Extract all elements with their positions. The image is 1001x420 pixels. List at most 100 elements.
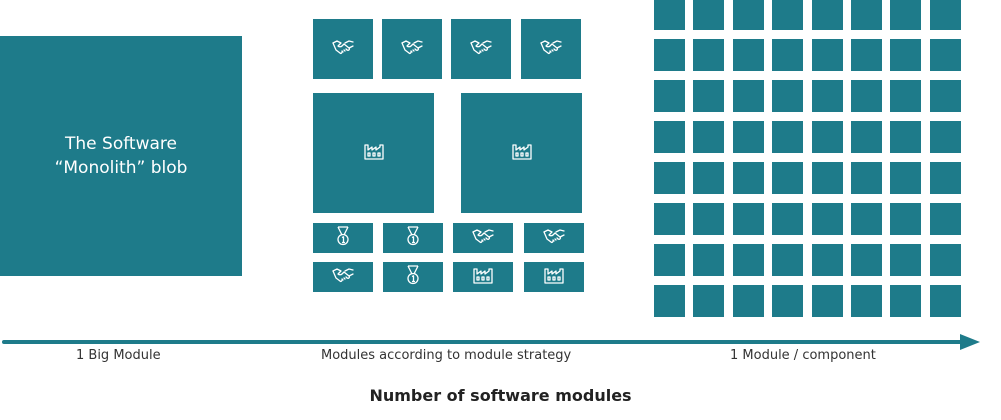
component-tile xyxy=(851,162,882,194)
component-tile xyxy=(811,285,843,317)
component-tile xyxy=(851,121,882,153)
component-tile xyxy=(851,39,882,71)
medal-icon xyxy=(404,226,422,250)
component-tile xyxy=(772,203,804,235)
medal-icon xyxy=(334,226,352,250)
component-tile xyxy=(851,203,882,235)
component-tile xyxy=(929,203,961,235)
component-tile xyxy=(929,39,961,71)
component-tile xyxy=(693,0,725,30)
component-tile xyxy=(890,162,922,194)
module-mini xyxy=(524,223,584,253)
component-tile xyxy=(693,203,725,235)
component-tile xyxy=(929,80,961,112)
component-tile xyxy=(693,121,725,153)
component-tile xyxy=(929,162,961,194)
component-tile xyxy=(732,244,764,276)
component-tile xyxy=(851,80,882,112)
component-tile xyxy=(811,121,843,153)
component-tile xyxy=(732,80,764,112)
component-tile xyxy=(890,39,922,71)
component-tile xyxy=(732,162,764,194)
module-small xyxy=(521,19,581,79)
handshake-icon xyxy=(332,267,354,287)
factory-icon xyxy=(363,142,385,164)
component-tile xyxy=(693,80,725,112)
component-tile xyxy=(693,162,725,194)
factory-icon xyxy=(511,142,533,164)
axis-title: Number of software modules xyxy=(369,386,632,405)
component-tile xyxy=(811,203,843,235)
monolith-title-line2: “Monolith” blob xyxy=(54,158,188,178)
module-large xyxy=(461,93,582,213)
module-mini xyxy=(313,223,373,253)
component-tile xyxy=(890,121,922,153)
handshake-icon xyxy=(401,39,423,59)
component-tile xyxy=(654,244,685,276)
component-tile xyxy=(654,0,685,30)
component-tile xyxy=(929,0,961,30)
module-mini xyxy=(383,262,443,292)
label-module-strategy: Modules according to module strategy xyxy=(321,348,572,363)
label-component: 1 Module / component xyxy=(730,348,876,363)
component-tile xyxy=(772,39,804,71)
component-tile xyxy=(890,285,922,317)
component-tile xyxy=(851,0,882,30)
component-tile xyxy=(890,0,922,30)
module-mini xyxy=(383,223,443,253)
module-large xyxy=(313,93,434,213)
component-tile xyxy=(772,285,804,317)
module-small xyxy=(451,19,511,79)
label-big-module: 1 Big Module xyxy=(76,348,161,363)
module-mini xyxy=(313,262,373,292)
module-small xyxy=(313,19,373,79)
module-mini xyxy=(524,262,584,292)
handshake-icon xyxy=(470,39,492,59)
component-tile xyxy=(772,244,804,276)
handshake-icon xyxy=(332,39,354,59)
component-tile xyxy=(654,39,685,71)
component-tile xyxy=(693,39,725,71)
component-tile xyxy=(851,244,882,276)
component-tile xyxy=(732,203,764,235)
component-tile xyxy=(732,0,764,30)
component-tile xyxy=(654,162,685,194)
handshake-icon xyxy=(540,39,562,59)
component-tile xyxy=(890,203,922,235)
component-tile xyxy=(929,244,961,276)
component-tile xyxy=(772,80,804,112)
component-tile xyxy=(890,80,922,112)
module-small xyxy=(382,19,442,79)
component-tile xyxy=(811,80,843,112)
component-tile xyxy=(811,162,843,194)
component-tile xyxy=(654,285,685,317)
component-tile xyxy=(732,39,764,71)
component-tile xyxy=(732,121,764,153)
medal-icon xyxy=(404,265,422,289)
handshake-icon xyxy=(543,228,565,248)
factory-icon xyxy=(543,266,565,288)
component-tile xyxy=(772,121,804,153)
monolith-title-line1: The Software xyxy=(65,134,177,154)
component-tile xyxy=(890,244,922,276)
module-mini xyxy=(453,223,513,253)
component-tile xyxy=(929,121,961,153)
component-tile xyxy=(654,121,685,153)
component-tile xyxy=(772,0,804,30)
component-tile xyxy=(811,244,843,276)
component-tile xyxy=(811,39,843,71)
component-tile xyxy=(654,80,685,112)
component-tile xyxy=(851,285,882,317)
factory-icon xyxy=(472,266,494,288)
component-tile xyxy=(693,244,725,276)
component-tile xyxy=(654,203,685,235)
component-tile xyxy=(772,162,804,194)
handshake-icon xyxy=(472,228,494,248)
component-tile xyxy=(732,285,764,317)
axis-arrow xyxy=(2,334,980,350)
axis-arrowhead xyxy=(960,334,980,350)
component-tile xyxy=(929,285,961,317)
component-tile xyxy=(811,0,843,30)
module-mini xyxy=(453,262,513,292)
monolith-block: The Software “Monolith” blob xyxy=(0,36,242,276)
